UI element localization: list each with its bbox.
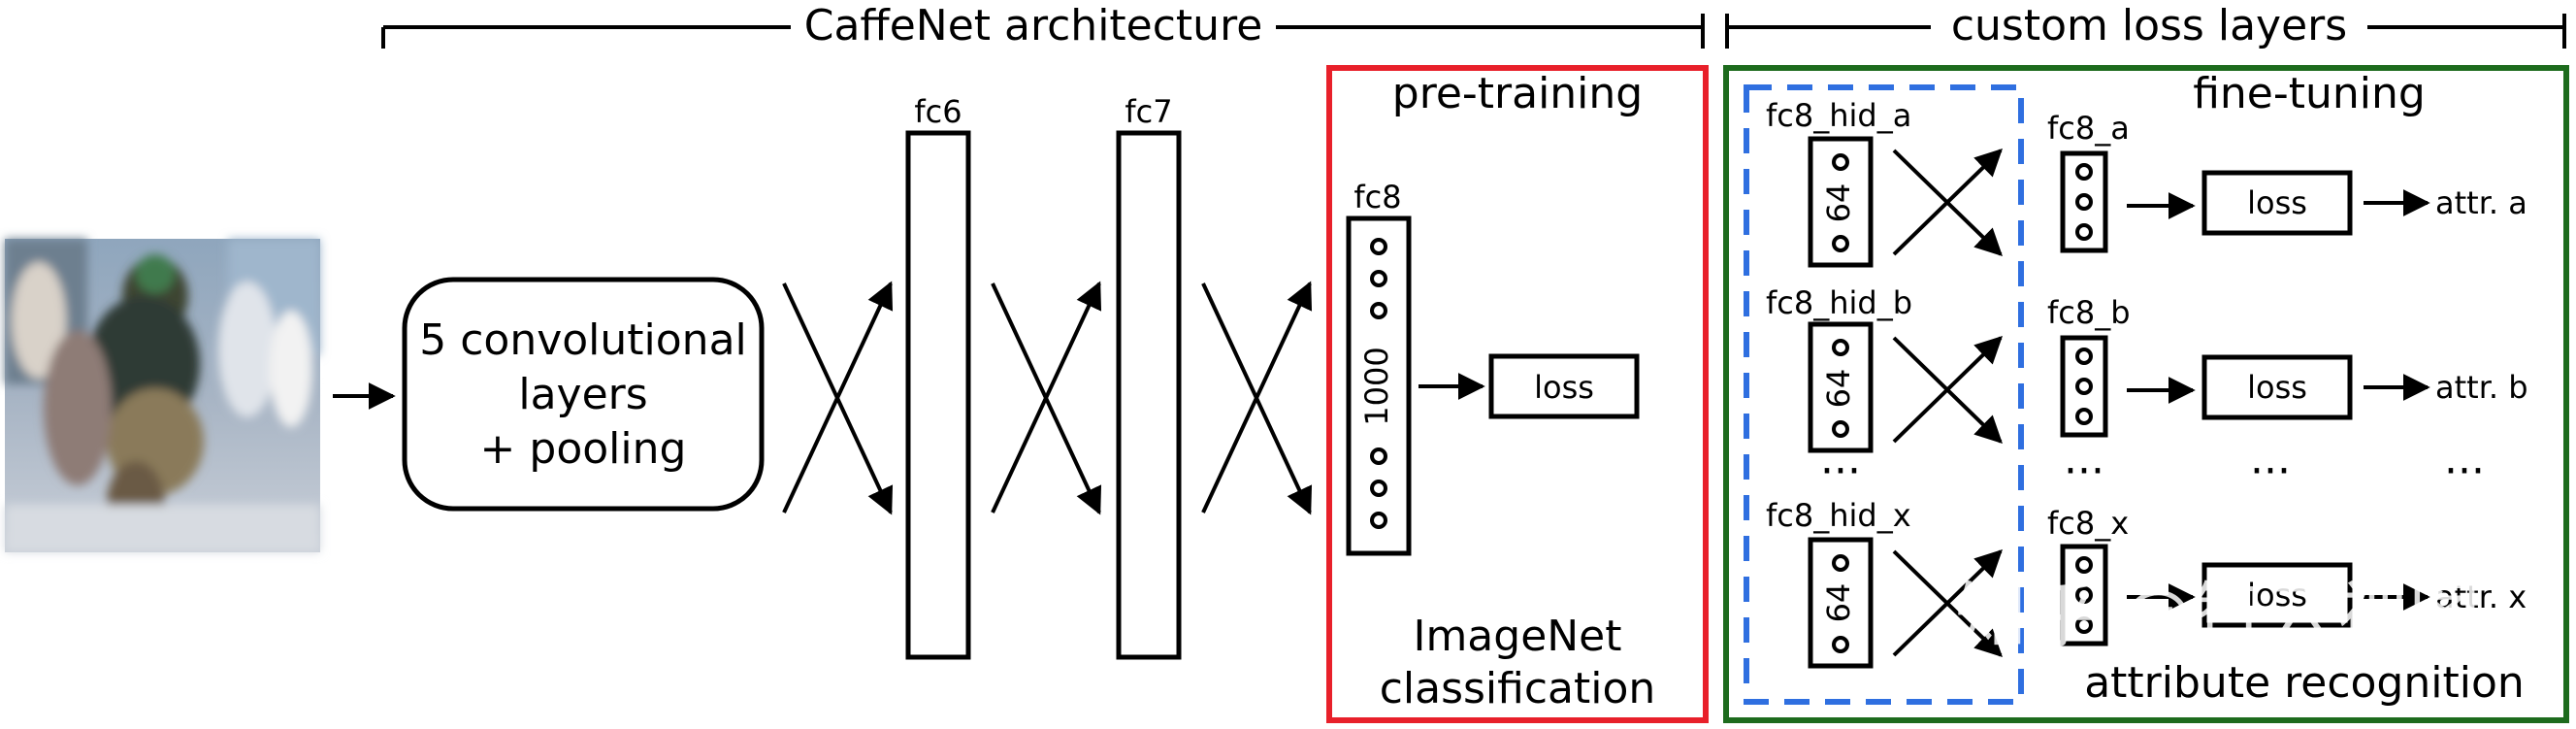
caffenet-header: CaffeNet architecture — [381, 1, 1705, 50]
conv-line-3: + pooling — [480, 424, 687, 474]
loss-x-label: loss — [2247, 577, 2307, 613]
fc8-hid-x-label: fc8_hid_x — [1766, 497, 1911, 534]
fc7-label: fc7 — [1125, 93, 1172, 130]
ellipsis-attr: ··· — [2444, 447, 2485, 496]
branch-a: fc8_hid_a 64 fc8_a loss attr. a — [1766, 97, 2527, 268]
pretraining-loss-label: loss — [1534, 369, 1594, 406]
input-pedestrian-image — [5, 239, 320, 552]
loss-b-label: loss — [2247, 369, 2307, 406]
ellipsis-hidden: ··· — [1820, 447, 1861, 496]
fc8-a-layer — [2060, 150, 2108, 253]
attr-a-label: attr. a — [2435, 184, 2527, 221]
fc8-b-label: fc8_b — [2047, 294, 2131, 331]
fc8-label: fc8 — [1353, 179, 1401, 215]
conv-pooling-block: 5 convolutional layers + pooling — [402, 277, 765, 512]
ellipsis-output: ··· — [2064, 447, 2104, 496]
fc8-hid-a-layer — [1808, 136, 1874, 268]
pretraining-loss-box — [1488, 353, 1640, 419]
branch-x: fc8_hid_x 64 fc8_x loss attr. x — [1766, 497, 2527, 669]
fc7-layer: fc7 — [1116, 93, 1182, 660]
caffenet-architecture-label: CaffeNet architecture — [804, 1, 1263, 50]
watermark: 知乎 @智云视图 — [1955, 575, 2481, 658]
fc8-hid-x-layer — [1808, 537, 1874, 669]
conv-line-1: 5 convolutional — [419, 315, 747, 365]
loss-a-label: loss — [2247, 184, 2307, 221]
hidden-layers-group — [1744, 84, 2024, 705]
fc8-hid-b-size: 64 — [1820, 369, 1857, 409]
finetuning-panel: fine-tuning fc8_hid_a 64 fc8_a loss attr… — [1723, 65, 2569, 723]
ellipsis-row: ··· ··· ··· ··· — [1820, 447, 2485, 496]
fc6-layer: fc6 — [905, 93, 971, 660]
fc8-hid-x-size: 64 — [1820, 583, 1857, 623]
imagenet-caption-line-1: ImageNet — [1413, 612, 1621, 661]
attr-x-label: attr. x — [2435, 579, 2527, 615]
fc8-x-layer — [2060, 544, 2108, 646]
fc8-hid-a-label: fc8_hid_a — [1766, 97, 1911, 134]
fc8-hid-b-label: fc8_hid_b — [1766, 284, 1912, 321]
fc8-layer — [1346, 215, 1412, 556]
loss-a-box — [2201, 170, 2353, 236]
fc8-b-layer — [2060, 335, 2108, 438]
connection-conv-to-fc6 — [782, 281, 894, 515]
fc8-hid-a-size: 64 — [1820, 183, 1857, 223]
fc6-label: fc6 — [914, 93, 962, 130]
loss-x-box — [2201, 562, 2353, 628]
attribute-recognition-caption: attribute recognition — [2084, 658, 2525, 708]
attr-b-label: attr. b — [2435, 369, 2528, 406]
connection-fc7-to-fc8 — [1201, 281, 1313, 515]
connection-fc6-to-fc7 — [991, 281, 1102, 515]
fc8-neurons — [1370, 238, 1387, 529]
pretraining-title: pre-training — [1392, 69, 1643, 118]
fc8-hid-b-layer — [1808, 321, 1874, 453]
custom-loss-header: custom loss layers — [1725, 1, 2566, 50]
fc8-x-label: fc8_x — [2047, 505, 2129, 542]
custom-loss-layers-label: custom loss layers — [1951, 1, 2347, 50]
branch-b: fc8_hid_b 64 fc8_b loss attr. b — [1766, 284, 2528, 453]
ellipsis-loss: ··· — [2250, 447, 2291, 496]
fc8-a-label: fc8_a — [2047, 110, 2130, 147]
loss-b-box — [2201, 354, 2353, 420]
conv-line-2: layers — [518, 370, 647, 419]
imagenet-caption-line-2: classification — [1380, 664, 1656, 713]
fc8-size: 1000 — [1358, 347, 1395, 425]
pretraining-panel: pre-training fc8 1000 loss ImageNet clas… — [1326, 65, 1709, 723]
finetuning-title: fine-tuning — [2193, 69, 2426, 118]
